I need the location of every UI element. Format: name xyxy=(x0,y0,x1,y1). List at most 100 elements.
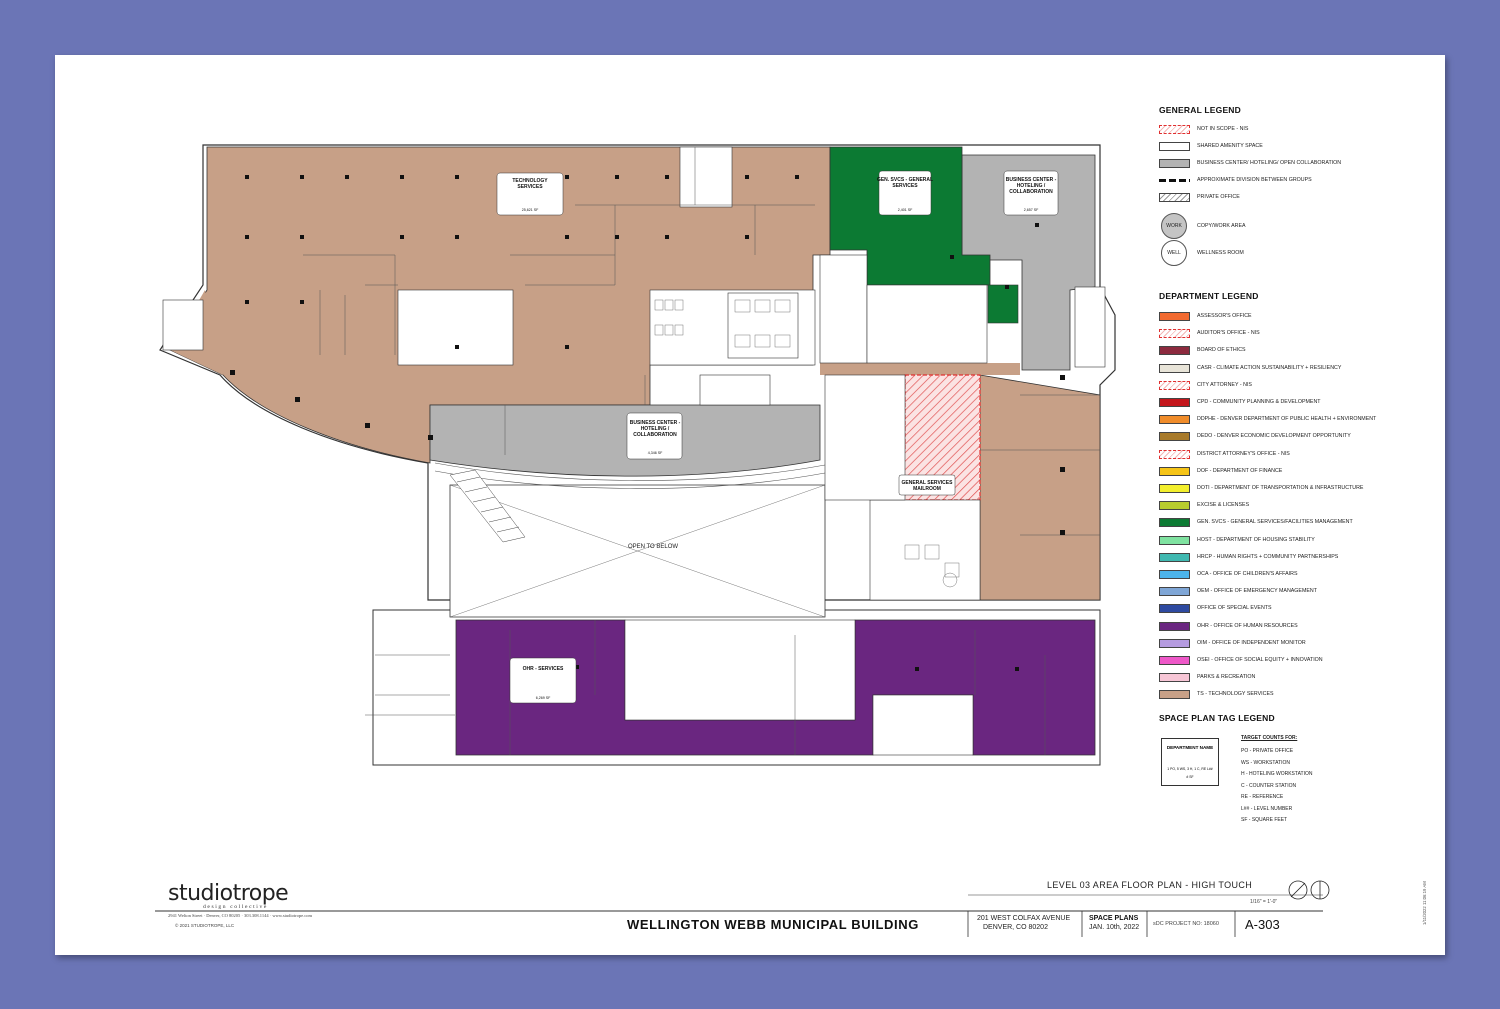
general-legend-item: NOT IN SCOPE - NIS xyxy=(1159,125,1439,137)
department-legend-item: HOST - DEPARTMENT OF HOUSING STABILITY xyxy=(1159,535,1439,548)
open-to-below-label: OPEN TO BELOW xyxy=(628,544,678,550)
gen-zone-small xyxy=(987,284,1019,324)
target-count-item: C - COUNTER STATION xyxy=(1241,782,1297,789)
department-legend-title: DEPARTMENT LEGEND xyxy=(1159,291,1259,301)
drawing-sheet: TECHNOLOGY SERVICES 25,621 SF GEN. SVCS … xyxy=(55,55,1445,955)
legend-label: DDPHE - DENVER DEPARTMENT OF PUBLIC HEAL… xyxy=(1197,416,1377,423)
department-legend-item: DOTI - DEPARTMENT OF TRANSPORTATION & IN… xyxy=(1159,484,1439,496)
floor-plan: TECHNOLOGY SERVICES 25,621 SF GEN. SVCS … xyxy=(159,144,1116,766)
legend-swatch xyxy=(1159,587,1190,597)
svg-text:2,401 SF: 2,401 SF xyxy=(898,208,913,212)
legend-swatch xyxy=(1159,604,1190,614)
legend-label: CPD - COMMUNITY PLANNING & DEVELOPMENT xyxy=(1197,399,1321,405)
firm-logo: studiotrope xyxy=(168,881,289,906)
copyright: © 2021 STUDIOTROPE, LLC xyxy=(175,923,235,928)
address-line-1: 201 WEST COLFAX AVENUE xyxy=(977,915,1071,922)
north-arrow-icon xyxy=(1288,880,1308,900)
restroom-fixtures xyxy=(654,299,960,588)
legend-label: NOT IN SCOPE - NIS xyxy=(1197,126,1249,132)
department-legend-item: OIM - OFFICE OF INDEPENDENT MONITOR xyxy=(1159,638,1439,651)
legend-swatch xyxy=(1159,415,1190,425)
legend-swatch xyxy=(1159,179,1190,182)
svg-text:GEN. SVCS - GENERAL: GEN. SVCS - GENERAL xyxy=(877,177,933,183)
legend-label: AUDITOR'S OFFICE - NIS xyxy=(1197,330,1260,337)
legend-label: OEM - OFFICE OF EMERGENCY MANAGEMENT xyxy=(1197,588,1317,595)
svg-text:25,621 SF: 25,621 SF xyxy=(522,208,539,212)
department-legend-item: OEM - OFFICE OF EMERGENCY MANAGEMENT xyxy=(1159,587,1439,599)
target-count-item: SF - SQUARE FEET xyxy=(1241,817,1288,823)
legend-swatch xyxy=(1159,193,1190,202)
legend-swatch xyxy=(1159,621,1190,631)
phase: SPACE PLANS xyxy=(1089,915,1139,922)
legend-label: CASR - CLIMATE ACTION SUSTAINABILITY + R… xyxy=(1197,364,1342,371)
department-legend-item: CPD - COMMUNITY PLANNING & DEVELOPMENT xyxy=(1159,398,1439,410)
tag-biz-ne: BUSINESS CENTER - HOTELING / COLLABORATI… xyxy=(1003,170,1059,216)
legend-label: OHR - OFFICE OF HUMAN RESOURCES xyxy=(1197,622,1298,629)
drawing-scale: 1/16" = 1'-0" xyxy=(1250,899,1278,905)
legend-swatch xyxy=(1159,159,1190,168)
svg-text:GENERAL SERVICES: GENERAL SERVICES xyxy=(902,480,954,486)
department-legend-item: TS - TECHNOLOGY SERVICES xyxy=(1159,690,1439,702)
legend-swatch xyxy=(1159,518,1190,528)
department-legend-item: DOF - DEPARTMENT OF FINANCE xyxy=(1159,466,1439,479)
legend-label: OIM - OFFICE OF INDEPENDENT MONITOR xyxy=(1197,639,1306,646)
target-count-item: RE - REFERENCE xyxy=(1241,794,1284,800)
tag-sample-counts: 1 PO, 5 WS, 3 H, 1 C, RE L## xyxy=(1167,767,1213,771)
general-legend-symbol: WELL WELLNESS ROOM xyxy=(1159,240,1439,268)
legend-label: EXCISE & LICENSES xyxy=(1197,502,1250,509)
legend-label: DOTI - DEPARTMENT OF TRANSPORTATION & IN… xyxy=(1197,485,1364,491)
legend-label: ASSESSOR'S OFFICE xyxy=(1197,313,1252,319)
department-legend-item: OHR - OFFICE OF HUMAN RESOURCES xyxy=(1159,621,1439,634)
svg-text:COLLABORATION: COLLABORATION xyxy=(1009,189,1053,195)
legend-label: CITY ATTORNEY - NIS xyxy=(1197,381,1252,388)
tag-legend-sample: DEPARTMENT NAME 1 PO, 5 WS, 3 H, 1 C, RE… xyxy=(1161,738,1219,786)
legend-label: SHARED AMENITY SPACE xyxy=(1197,143,1263,149)
legend-label: DISTRICT ATTORNEY'S OFFICE - NIS xyxy=(1197,450,1290,457)
target-count-item: PO - PRIVATE OFFICE xyxy=(1241,748,1294,754)
svg-text:COLLABORATION: COLLABORATION xyxy=(633,432,677,438)
svg-text:4,346 SF: 4,346 SF xyxy=(648,451,663,455)
legend-swatch xyxy=(1159,535,1190,545)
legend-label: WELLNESS ROOM xyxy=(1197,250,1244,256)
firm-address: 2941 Welton Street · Denver, CO 80205 · … xyxy=(168,913,313,918)
department-legend-item: DEDO - DENVER ECONOMIC DEVELOPMENT OPPOR… xyxy=(1159,432,1439,444)
tag-mailroom: GENERAL SERVICES MAILROOM xyxy=(898,474,956,496)
drawing-title: LEVEL 03 AREA FLOOR PLAN - HIGH TOUCH xyxy=(1047,880,1253,890)
legend-label: APPROXIMATE DIVISION BETWEEN GROUPS xyxy=(1197,177,1312,183)
legend-label: BUSINESS CENTER/ HOTELING/ OPEN COLLABOR… xyxy=(1197,160,1342,166)
svg-text:6,269 SF: 6,269 SF xyxy=(536,696,551,700)
svg-text:HOTELING /: HOTELING / xyxy=(1017,183,1046,189)
legend-label: HOST - DEPARTMENT OF HOUSING STABILITY xyxy=(1197,536,1315,543)
tag-tech: TECHNOLOGY SERVICES 25,621 SF xyxy=(496,172,564,216)
legend-swatch xyxy=(1159,346,1190,356)
columns xyxy=(230,175,1065,671)
title-block-lines xyxy=(155,880,1330,937)
legend-swatch xyxy=(1159,552,1190,562)
ohr-cutout2 xyxy=(872,694,974,756)
department-legend-item: DISTRICT ATTORNEY'S OFFICE - NIS xyxy=(1159,449,1439,462)
svg-text:MAILROOM: MAILROOM xyxy=(913,486,941,492)
legend-label: TS - TECHNOLOGY SERVICES xyxy=(1197,691,1274,698)
legend-label: PRIVATE OFFICE xyxy=(1197,194,1240,200)
tag-sample-name: DEPARTMENT NAME xyxy=(1166,745,1214,750)
department-legend-item: HRCP - HUMAN RIGHTS + COMMUNITY PARTNERS… xyxy=(1159,552,1439,565)
atrium-stair xyxy=(449,469,526,543)
department-legend-item: GEN. SVCS - GENERAL SERVICES/FACILITIES … xyxy=(1159,518,1439,530)
legend-swatch xyxy=(1159,570,1190,579)
legend-label: PARKS & RECREATION xyxy=(1197,674,1256,681)
tag-legend-title: SPACE PLAN TAG LEGEND xyxy=(1159,713,1275,723)
general-legend-item: APPROXIMATE DIVISION BETWEEN GROUPS xyxy=(1159,176,1439,188)
legend-label: OCA - OFFICE OF CHILDREN'S AFFAIRS xyxy=(1197,571,1298,577)
well-symbol-icon: WELL xyxy=(1161,240,1187,266)
tag-ohr: OHR - SERVICES 6,269 SF xyxy=(509,657,577,704)
tag-sample-sf: # SF xyxy=(1186,775,1194,779)
legend-label: OSEI - OFFICE OF SOCIAL EQUITY + INNOVAT… xyxy=(1197,657,1323,663)
legend-label: BOARD OF ETHICS xyxy=(1197,347,1246,354)
address-line-2: DENVER, CO 80202 xyxy=(983,924,1048,931)
legend-label: DEDO - DENVER ECONOMIC DEVELOPMENT OPPOR… xyxy=(1197,433,1351,440)
legend-swatch xyxy=(1159,656,1190,665)
svg-text:2,657 SF: 2,657 SF xyxy=(1024,208,1039,212)
svg-text:SERVICES: SERVICES xyxy=(892,183,918,189)
legend-swatch xyxy=(1159,398,1190,407)
target-count-item: WS - WORKSTATION xyxy=(1241,759,1290,766)
